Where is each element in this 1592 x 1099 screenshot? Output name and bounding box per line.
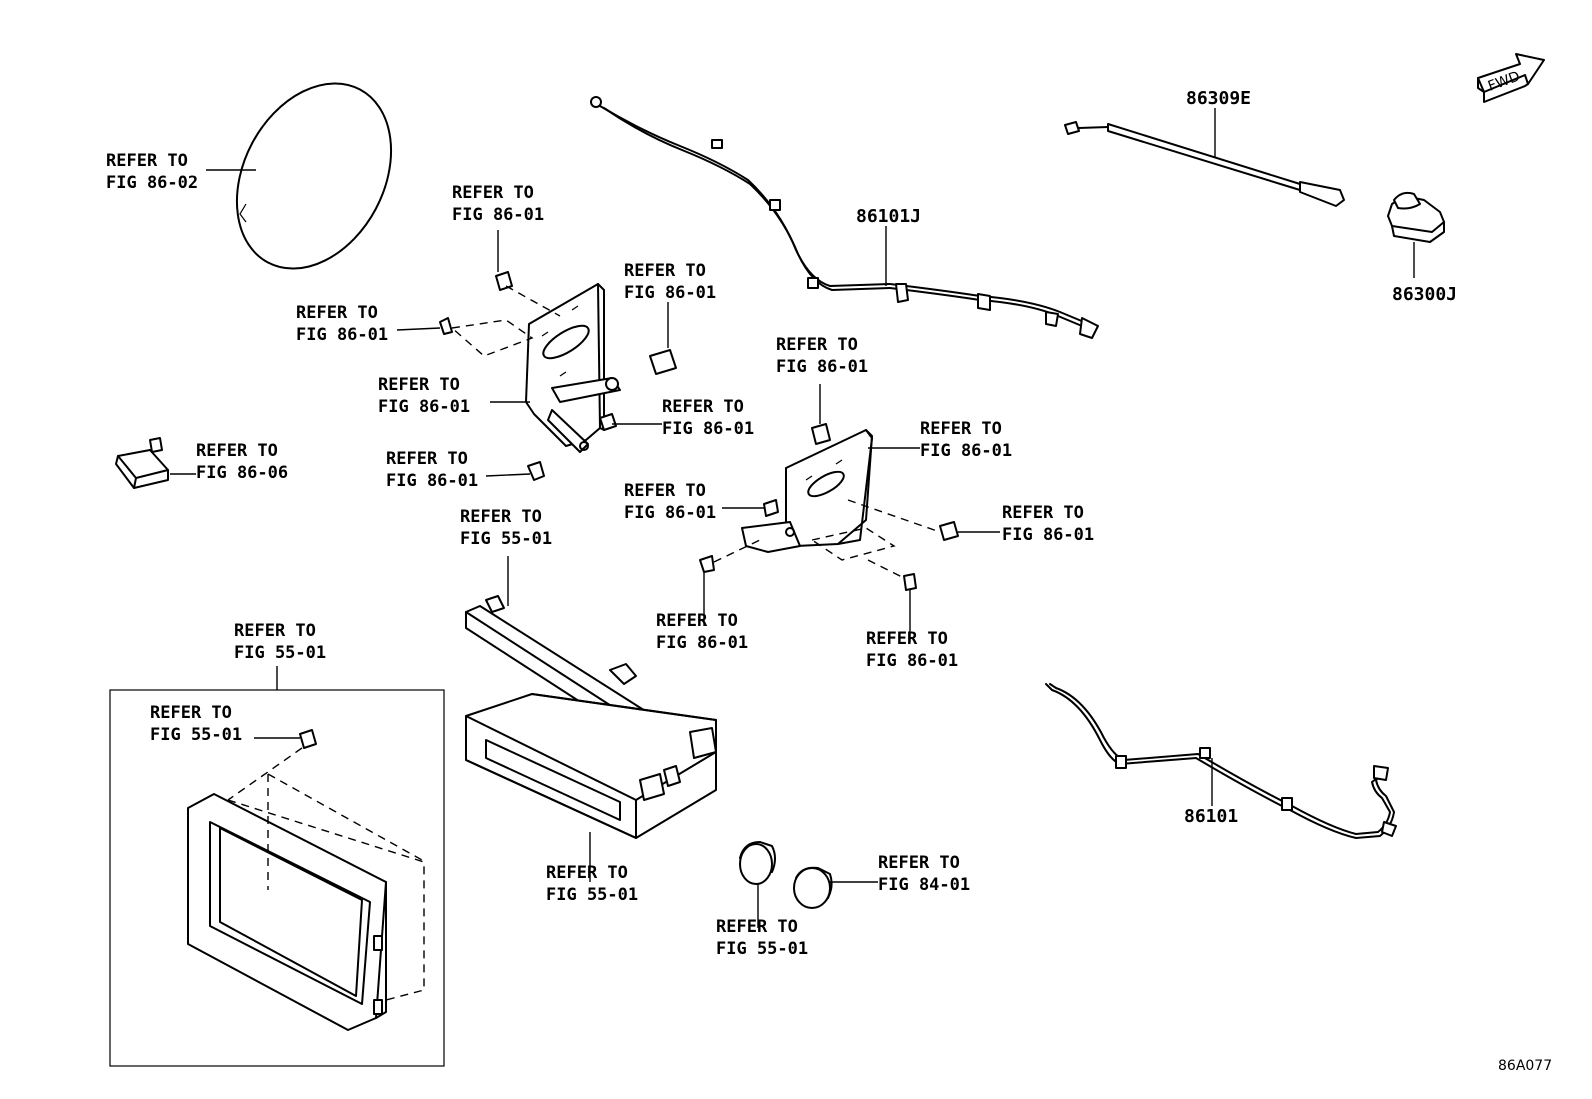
svg-text:FIG 86-01: FIG 86-01 (866, 651, 958, 671)
svg-text:REFER TO: REFER TO (546, 863, 628, 883)
fwd-arrow-icon: FWD (1477, 53, 1545, 103)
clip-3 (299, 729, 317, 749)
bracket-right (741, 429, 873, 553)
svg-text:FIG 86-01: FIG 86-01 (452, 205, 544, 225)
ref-label-face-panel: REFER TO FIG 55-01 (460, 507, 552, 549)
speaker-grille (235, 82, 393, 270)
screw-2 (527, 461, 545, 481)
svg-text:FIG 86-01: FIG 86-01 (386, 471, 478, 491)
svg-text:FIG 86-01: FIG 86-01 (296, 325, 388, 345)
svg-text:REFER TO: REFER TO (452, 183, 534, 203)
display-bezel (187, 793, 387, 1031)
svg-text:FIG 55-01: FIG 55-01 (716, 939, 808, 959)
screw-1 (439, 317, 453, 335)
part-number-86300j: 86300J (1392, 284, 1457, 305)
svg-text:FIG 86-01: FIG 86-01 (1002, 525, 1094, 545)
svg-text:FIG 55-01: FIG 55-01 (150, 725, 242, 745)
ref-label-knob-2: REFER TO FIG 84-01 (878, 853, 970, 895)
svg-text:REFER TO: REFER TO (106, 151, 188, 171)
svg-text:REFER TO: REFER TO (196, 441, 278, 461)
svg-text:FIG 86-01: FIG 86-01 (624, 503, 716, 523)
svg-text:REFER TO: REFER TO (460, 507, 542, 527)
svg-text:FIG 86-01: FIG 86-01 (776, 357, 868, 377)
bracket-left (525, 283, 621, 453)
fwd-label: FWD (1486, 69, 1522, 95)
antenna-cable-lower (1045, 683, 1397, 839)
svg-text:REFER TO: REFER TO (150, 703, 232, 723)
ref-label-clip-nut-2: REFER TO FIG 86-01 (776, 335, 868, 377)
ref-label-radio-pocket: REFER TO FIG 55-01 (546, 863, 638, 905)
svg-text:REFER TO: REFER TO (624, 481, 706, 501)
figure-id: 86A077 (1498, 1058, 1552, 1074)
ref-label-screw-1: REFER TO FIG 86-01 (296, 303, 388, 345)
ref-label-screw-4: REFER TO FIG 86-01 (866, 629, 958, 671)
svg-text:REFER TO: REFER TO (662, 397, 744, 417)
clip-nut-2 (811, 423, 831, 445)
svg-text:REFER TO: REFER TO (716, 917, 798, 937)
antenna-rod (1064, 121, 1345, 207)
svg-text:FIG 86-02: FIG 86-02 (106, 173, 198, 193)
radio-pocket (465, 693, 717, 839)
ref-label-switch-cover: REFER TO FIG 86-06 (196, 441, 288, 483)
screw-4 (903, 573, 917, 591)
svg-text:REFER TO: REFER TO (866, 629, 948, 649)
svg-text:FIG 55-01: FIG 55-01 (460, 529, 552, 549)
svg-text:FIG 84-01: FIG 84-01 (878, 875, 970, 895)
svg-text:FIG 86-01: FIG 86-01 (656, 633, 748, 653)
antenna-base (1387, 191, 1445, 243)
knob-2 (793, 866, 833, 909)
svg-text:REFER TO: REFER TO (878, 853, 960, 873)
svg-text:REFER TO: REFER TO (378, 375, 460, 395)
svg-text:FIG 55-01: FIG 55-01 (546, 885, 638, 905)
ref-label-clip-3: REFER TO FIG 55-01 (150, 703, 242, 745)
ref-label-knob-1: REFER TO FIG 55-01 (716, 917, 808, 959)
antenna-cable-upper (590, 96, 1099, 339)
svg-text:REFER TO: REFER TO (296, 303, 378, 323)
svg-text:REFER TO: REFER TO (386, 449, 468, 469)
nut-2 (763, 499, 779, 517)
ref-label-grommet-2: REFER TO FIG 86-01 (1002, 503, 1094, 545)
svg-text:REFER TO: REFER TO (624, 261, 706, 281)
clip-nut-1 (495, 271, 513, 291)
svg-text:REFER TO: REFER TO (234, 621, 316, 641)
ref-label-nut-2: REFER TO FIG 86-01 (624, 481, 716, 523)
switch-cover (115, 437, 169, 489)
screw-3 (699, 555, 715, 573)
ref-label-bracket-right: REFER TO FIG 86-01 (920, 419, 1012, 461)
svg-text:REFER TO: REFER TO (776, 335, 858, 355)
part-number-86101: 86101 (1184, 806, 1238, 827)
grommet-1 (649, 349, 677, 375)
ref-label-panel-group: REFER TO FIG 55-01 (234, 621, 326, 663)
knob-1 (739, 841, 776, 885)
svg-text:REFER TO: REFER TO (920, 419, 1002, 439)
svg-text:FIG 55-01: FIG 55-01 (234, 643, 326, 663)
svg-text:REFER TO: REFER TO (1002, 503, 1084, 523)
svg-text:FIG 86-01: FIG 86-01 (920, 441, 1012, 461)
ref-label-grommet-1: REFER TO FIG 86-01 (624, 261, 716, 303)
part-number-86309e: 86309E (1186, 88, 1251, 109)
ref-label-clip-nut-1: REFER TO FIG 86-01 (452, 183, 544, 225)
ref-label-nut-1: REFER TO FIG 86-01 (662, 397, 754, 439)
ref-label-bracket-left: REFER TO FIG 86-01 (378, 375, 470, 417)
ref-label-screw-3: REFER TO FIG 86-01 (656, 611, 748, 653)
svg-text:FIG 86-01: FIG 86-01 (624, 283, 716, 303)
svg-text:REFER TO: REFER TO (656, 611, 738, 631)
svg-text:FIG 86-01: FIG 86-01 (662, 419, 754, 439)
ref-label-screw-2: REFER TO FIG 86-01 (386, 449, 478, 491)
nut-1 (599, 413, 617, 431)
grommet-2 (939, 521, 959, 541)
svg-text:FIG 86-06: FIG 86-06 (196, 463, 288, 483)
ref-label-speaker: REFER TO FIG 86-02 (106, 151, 198, 193)
part-number-86101j: 86101J (856, 206, 921, 227)
svg-text:FIG 86-01: FIG 86-01 (378, 397, 470, 417)
